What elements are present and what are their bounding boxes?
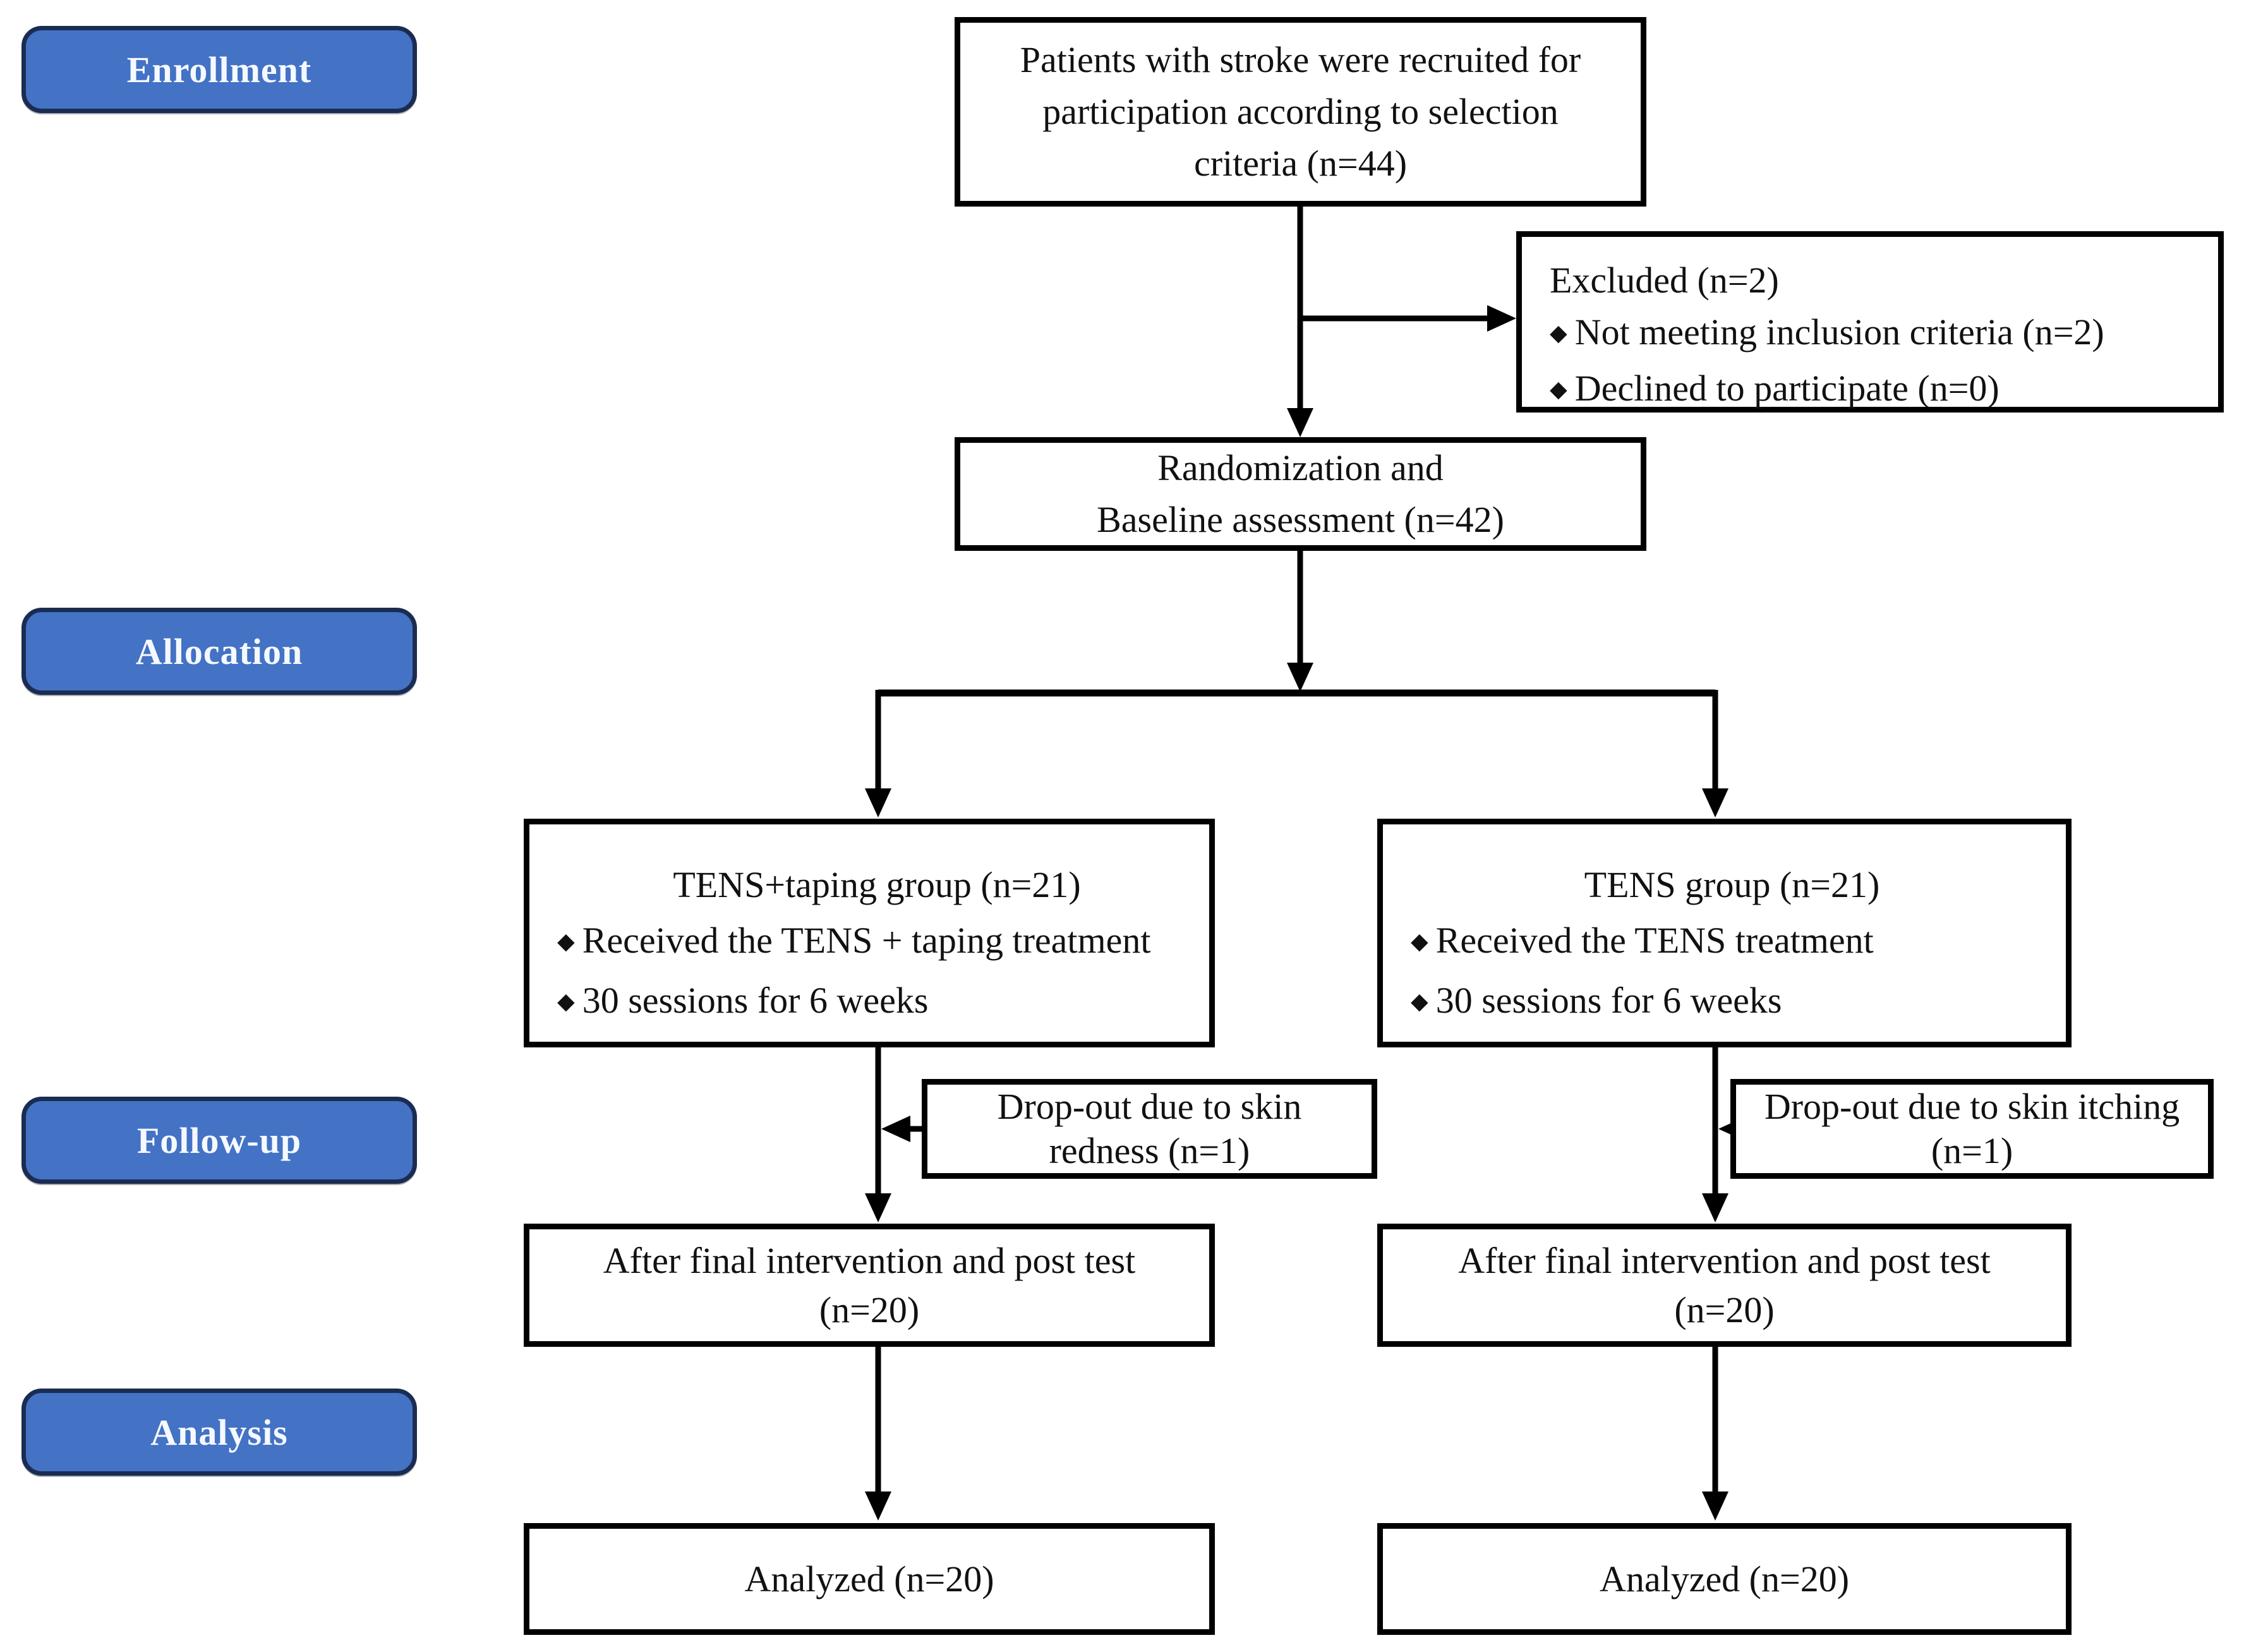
dropout-right-line-1: Drop-out due to skin itching xyxy=(1764,1086,2180,1127)
group-left-item-1-text: Received the TENS + taping treatment xyxy=(582,920,1151,961)
dropout-right-line-2: (n=1) xyxy=(1931,1130,2013,1171)
arrow-left-group-to-after-head xyxy=(865,1193,891,1222)
box-after-intervention-left: After final intervention and post test (… xyxy=(524,1224,1215,1347)
box-dropout-right: Drop-out due to skin itching (n=1) xyxy=(1730,1079,2214,1179)
dropout-left-line-1: Drop-out due to skin xyxy=(997,1086,1302,1127)
after-right-line-2: (n=20) xyxy=(1674,1289,1775,1330)
group-right-item-1-text: Received the TENS treatment xyxy=(1435,920,1874,961)
group-right-title: TENS group (n=21) xyxy=(1584,864,1880,905)
diamond-bullet-icon: ◆ xyxy=(557,989,575,1014)
box-dropout-left: Drop-out due to skin redness (n=1) xyxy=(922,1079,1377,1179)
diamond-bullet-icon: ◆ xyxy=(1550,377,1567,402)
stage-label-analysis: Analysis xyxy=(21,1389,417,1476)
dropout-left-line-2: redness (n=1) xyxy=(1049,1130,1250,1171)
randomization-line-2: Baseline assessment (n=42) xyxy=(1097,499,1504,540)
after-left-line-1: After final intervention and post test xyxy=(603,1239,1136,1281)
group-right-item-1: ◆ Received the TENS treatment xyxy=(1411,913,2053,973)
excluded-item-2-text: Declined to participate (n=0) xyxy=(1574,368,2000,409)
diamond-bullet-icon: ◆ xyxy=(1411,989,1428,1014)
excluded-item-1-text: Not meeting inclusion criteria (n=2) xyxy=(1574,311,2104,352)
excluded-item-2: ◆ Declined to participate (n=0) xyxy=(1550,363,2205,419)
stage-label-enrollment-text: Enrollment xyxy=(126,49,312,90)
arrow-dropout-left-head xyxy=(881,1116,910,1142)
arrow-left-after-to-analyzed-head xyxy=(865,1491,891,1521)
box-excluded: Excluded (n=2) ◆ Not meeting inclusion c… xyxy=(1516,231,2224,413)
after-left-line-2: (n=20) xyxy=(819,1289,920,1330)
group-left-item-1: ◆ Received the TENS + taping treatment xyxy=(557,913,1197,973)
arrow-branch-to-right-group-head xyxy=(1702,788,1728,817)
box-analyzed-left: Analyzed (n=20) xyxy=(524,1523,1215,1635)
box-after-intervention-right: After final intervention and post test (… xyxy=(1377,1224,2072,1347)
diamond-bullet-icon: ◆ xyxy=(557,929,575,954)
analyzed-left-line: Analyzed (n=20) xyxy=(744,1558,994,1600)
diamond-bullet-icon: ◆ xyxy=(1550,320,1567,346)
arrow-recruited-to-randomization-head xyxy=(1287,408,1313,437)
stage-label-followup-text: Follow-up xyxy=(136,1119,302,1161)
box-group-tens: TENS group (n=21) ◆ Received the TENS tr… xyxy=(1377,819,2072,1047)
recruited-line-2: participation according to selection xyxy=(1042,91,1559,132)
group-left-item-2: ◆ 30 sessions for 6 weeks xyxy=(557,973,1197,1033)
group-left-item-2-text: 30 sessions for 6 weeks xyxy=(582,980,929,1021)
arrow-right-group-to-after-head xyxy=(1702,1193,1728,1222)
recruited-line-1: Patients with stroke were recruited for xyxy=(1020,39,1581,80)
arrow-randomization-to-branch-head xyxy=(1287,663,1313,692)
stage-label-enrollment: Enrollment xyxy=(21,26,417,113)
arrow-to-excluded-head xyxy=(1487,305,1516,332)
group-right-item-2: ◆ 30 sessions for 6 weeks xyxy=(1411,973,2053,1033)
box-recruited: Patients with stroke were recruited for … xyxy=(955,17,1646,207)
after-right-line-1: After final intervention and post test xyxy=(1458,1239,1991,1281)
stage-label-allocation-text: Allocation xyxy=(135,630,303,672)
excluded-item-1: ◆ Not meeting inclusion criteria (n=2) xyxy=(1550,306,2205,363)
recruited-line-3: criteria (n=44) xyxy=(1193,143,1408,184)
analyzed-right-line: Analyzed (n=20) xyxy=(1599,1558,1850,1600)
box-analyzed-right: Analyzed (n=20) xyxy=(1377,1523,2072,1635)
box-group-tens-taping: TENS+taping group (n=21) ◆ Received the … xyxy=(524,819,1215,1047)
stage-label-analysis-text: Analysis xyxy=(150,1411,288,1453)
randomization-line-1: Randomization and xyxy=(1157,447,1444,488)
excluded-title: Excluded (n=2) xyxy=(1550,260,1779,301)
group-left-title: TENS+taping group (n=21) xyxy=(673,864,1081,905)
box-randomization: Randomization and Baseline assessment (n… xyxy=(955,437,1646,551)
arrow-branch-to-left-group-head xyxy=(865,788,891,817)
stage-label-followup: Follow-up xyxy=(21,1097,417,1184)
diamond-bullet-icon: ◆ xyxy=(1411,929,1428,954)
stage-label-allocation: Allocation xyxy=(21,608,417,695)
arrow-right-after-to-analyzed-head xyxy=(1702,1491,1728,1521)
group-right-item-2-text: 30 sessions for 6 weeks xyxy=(1435,980,1782,1021)
